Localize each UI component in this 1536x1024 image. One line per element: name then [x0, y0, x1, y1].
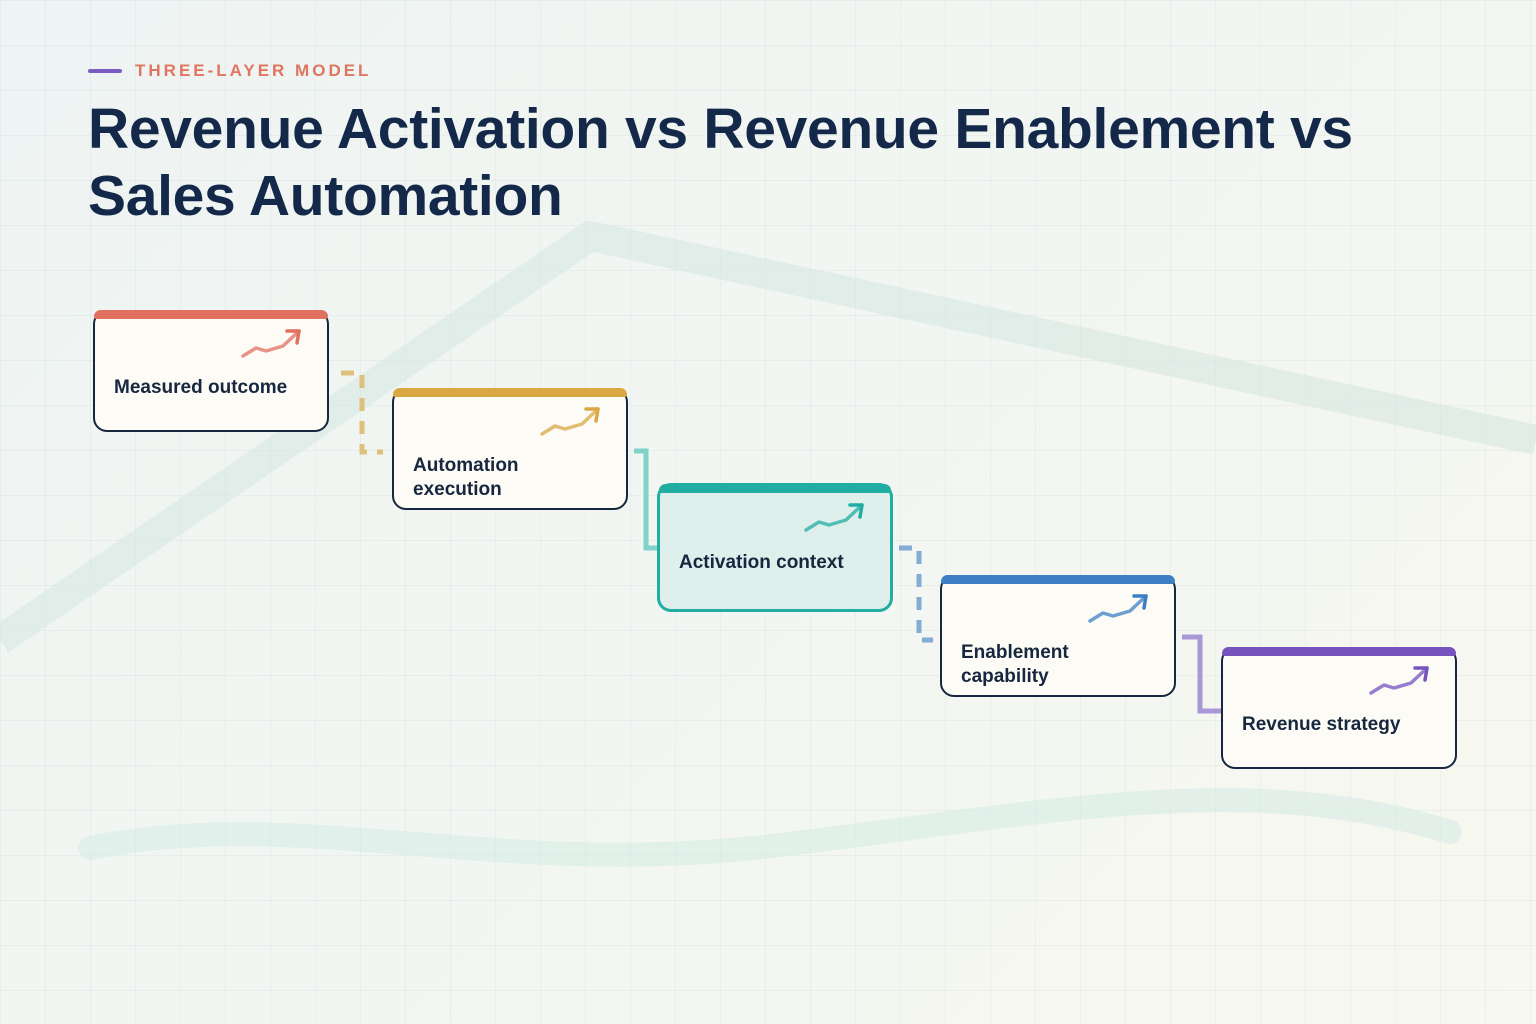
step-card-activation-context[interactable]: Activation context	[657, 483, 893, 612]
card-accent-bar	[94, 310, 328, 319]
card-label: Automation execution	[413, 455, 519, 500]
eyebrow-text: THREE-LAYER MODEL	[135, 61, 372, 80]
background-wave	[78, 788, 1462, 867]
step-card-automation-execution[interactable]: Automation execution	[392, 388, 628, 510]
card-accent-bar	[393, 388, 627, 397]
card-label: Enablement capability	[961, 642, 1069, 687]
card-accent-bar	[941, 575, 1175, 584]
trend-up-icon	[1369, 666, 1429, 695]
step-card-measured-outcome[interactable]: Measured outcome	[93, 310, 329, 432]
background-trend-line	[0, 221, 1536, 653]
connector-outcome-automation	[341, 370, 383, 455]
card-accent-bar	[659, 484, 891, 493]
connector-enablement-strategy	[1182, 634, 1221, 714]
connector-activation-enablement	[784, 545, 933, 643]
step-card-revenue-strategy[interactable]: Revenue strategy	[1221, 647, 1457, 769]
trend-up-icon	[1088, 594, 1148, 623]
page-title: Revenue Activation vs Revenue Enablement…	[88, 97, 1353, 228]
card-label: Measured outcome	[114, 377, 288, 398]
card-label: Revenue strategy	[1242, 714, 1401, 735]
eyebrow: THREE-LAYER MODEL	[88, 61, 371, 81]
card-label: Activation context	[679, 552, 844, 573]
eyebrow-bar	[88, 69, 122, 73]
trend-up-icon	[804, 503, 864, 532]
card-accent-bar	[1222, 647, 1456, 656]
step-card-enablement-capability[interactable]: Enablement capability	[940, 575, 1176, 697]
trend-up-icon	[540, 407, 600, 436]
trend-up-icon	[241, 329, 301, 358]
